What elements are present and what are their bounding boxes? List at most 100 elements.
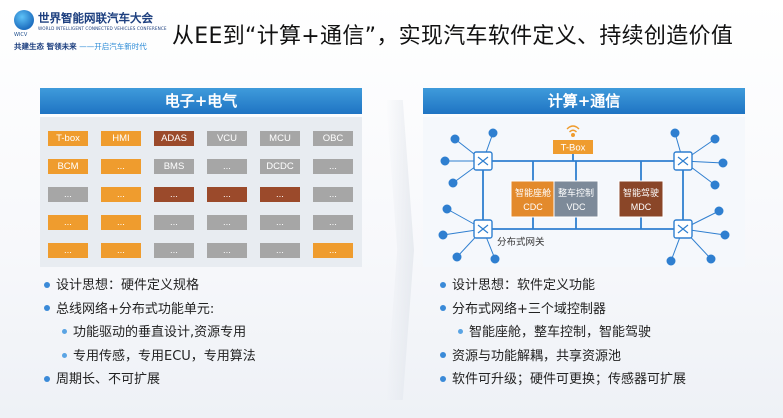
sensor-node [448, 178, 458, 188]
ecu-chip: ... [101, 187, 141, 202]
gateway-label: 分布式网关 [497, 236, 545, 248]
bullet-dot-icon [44, 305, 50, 311]
sensor-node [714, 206, 724, 216]
sensor-node [720, 230, 730, 240]
logo-slogan-sub: ——开启汽车新时代 [79, 42, 147, 51]
right-panel-title: 计算+通信 [423, 88, 745, 114]
logo-name: 世界智能网联汽车大会 [38, 11, 153, 25]
bullet-item: 设计思想：软件定义功能 [440, 274, 595, 293]
ecu-chip: ... [207, 243, 247, 258]
bullet-dot-icon [44, 281, 50, 288]
gateway-switches [473, 151, 693, 239]
ecu-chip: ... [313, 243, 353, 258]
transition-arrow [386, 100, 414, 400]
ecu-chip: BMS [154, 159, 194, 174]
logo-slogan: 共建生态 智领未来 ——开启汽车新时代 [14, 41, 147, 52]
bullet-item: 总线网络+分布式功能单元: [44, 298, 214, 317]
bullet-text: 智能座舱，整车控制，智能驾驶 [469, 325, 652, 340]
logo-english: WORLD INTELLIGENT CONNECTED VEHICLES CON… [38, 26, 167, 31]
tbox-box [553, 140, 593, 154]
domain-controller-code: MDC [631, 202, 652, 212]
domain-controller-code: VDC [566, 202, 586, 212]
sub-bullet-item: 专用传感，专用ECU，专用算法 [62, 345, 256, 364]
ecu-chip: ... [48, 215, 88, 230]
ecu-chip: ... [101, 215, 141, 230]
ecu-chip: MCU [260, 131, 300, 146]
globe-icon [14, 10, 34, 30]
logo-tag: WICV [14, 32, 28, 38]
sensor-node [490, 254, 500, 264]
ecu-chip: ... [313, 159, 353, 174]
logo-slogan-main: 共建生态 智领未来 [14, 42, 77, 51]
ecu-chip: ... [48, 187, 88, 202]
ecu-chip: DCDC [260, 159, 300, 174]
bullet-text: 资源与功能解耦，共享资源池 [452, 348, 622, 364]
bullet-text: 周期长、不可扩展 [56, 372, 161, 387]
bullet-item: 分布式网络+三个域控制器 [440, 298, 606, 317]
ecu-chip: ... [154, 243, 194, 258]
wifi-icon [566, 125, 580, 138]
bullet-dot-icon [458, 329, 463, 334]
bullet-text: 总线网络+分布式功能单元: [56, 301, 215, 317]
sensor-node [488, 128, 498, 138]
sensor-node [718, 158, 728, 168]
ecu-chip: ... [207, 159, 247, 174]
sensor-node [440, 156, 450, 166]
bullet-dot-icon [44, 375, 50, 382]
slide-headline: 从EE到“计算+通信”，实现汽车软件定义、持续创造价值 [172, 24, 734, 49]
ecu-chip: T-box [48, 131, 88, 146]
tbox-label: T-Box [561, 143, 586, 154]
sensor-node [710, 180, 720, 190]
conference-logo: WICV 世界智能网联汽车大会 WORLD INTELLIGENT CONNEC… [10, 8, 166, 56]
bullet-dot-icon [440, 305, 446, 311]
bullet-dot-icon [440, 375, 446, 382]
bullet-text: 设计思想：软件定义功能 [452, 278, 596, 293]
sub-bullet-item: 智能座舱，整车控制，智能驾驶 [458, 321, 651, 340]
domain-controllers: 智能座舱 CDC 整车控制 VDC 智能驾驶 MDC [510, 180, 664, 218]
sensor-node [450, 134, 460, 144]
ecu-chip: ... [260, 243, 300, 258]
domain-controller-name: 智能座舱 [515, 187, 551, 199]
sensor-node [442, 204, 452, 214]
bullet-item: 周期长、不可扩展 [44, 368, 160, 387]
ecu-chip: ... [313, 187, 353, 202]
ecu-chip: ... [154, 187, 194, 202]
domain-controller-box [510, 180, 556, 218]
bullet-text: 功能驱动的垂直设计,资源专用 [73, 325, 247, 340]
bullet-text: 专用传感，专用ECU，专用算法 [73, 348, 256, 364]
left-panel-title: 电子+电气 [40, 88, 362, 114]
bullet-text: 软件可升级；硬件可更换；传感器可扩展 [452, 372, 687, 387]
domain-controller-box [553, 180, 599, 218]
ecu-chip: ... [154, 215, 194, 230]
sensor-node [452, 252, 462, 262]
domain-controller-box [618, 180, 664, 218]
ecu-chip: OBC [313, 131, 353, 146]
ecu-chip: ADAS [154, 131, 194, 146]
sensor-node [438, 230, 448, 240]
sensor-node [710, 134, 720, 144]
bullet-item: 设计思想：硬件定义规格 [44, 274, 199, 293]
ecu-chip: BCM [48, 159, 88, 174]
bullet-dot-icon [440, 281, 446, 288]
bullet-item: 软件可升级；硬件可更换；传感器可扩展 [440, 368, 686, 387]
ecu-chip: ... [48, 243, 88, 258]
bullet-dot-icon [62, 329, 67, 334]
bullet-item: 资源与功能解耦，共享资源池 [440, 345, 621, 364]
ecu-chip: ... [207, 215, 247, 230]
ecu-chip: ... [313, 215, 353, 230]
ecu-chip: HMI [101, 131, 141, 146]
ecu-chip: VCU [207, 131, 247, 146]
bullet-text: 设计思想：硬件定义规格 [56, 278, 200, 293]
ecu-chip: ... [101, 159, 141, 174]
bullet-dot-icon [62, 352, 67, 358]
domain-controller-code: CDC [523, 202, 543, 212]
ecu-chip: ... [207, 187, 247, 202]
ecu-chip: ... [260, 215, 300, 230]
domain-controller-name: 整车控制 [558, 187, 594, 199]
ecu-chip: ... [101, 243, 141, 258]
sub-bullet-item: 功能驱动的垂直设计,资源专用 [62, 321, 246, 340]
sensor-node [666, 256, 676, 266]
domain-controller-name: 智能驾驶 [623, 187, 659, 199]
bullet-text: 分布式网络+三个域控制器 [452, 301, 606, 317]
ecu-chip: ... [260, 187, 300, 202]
